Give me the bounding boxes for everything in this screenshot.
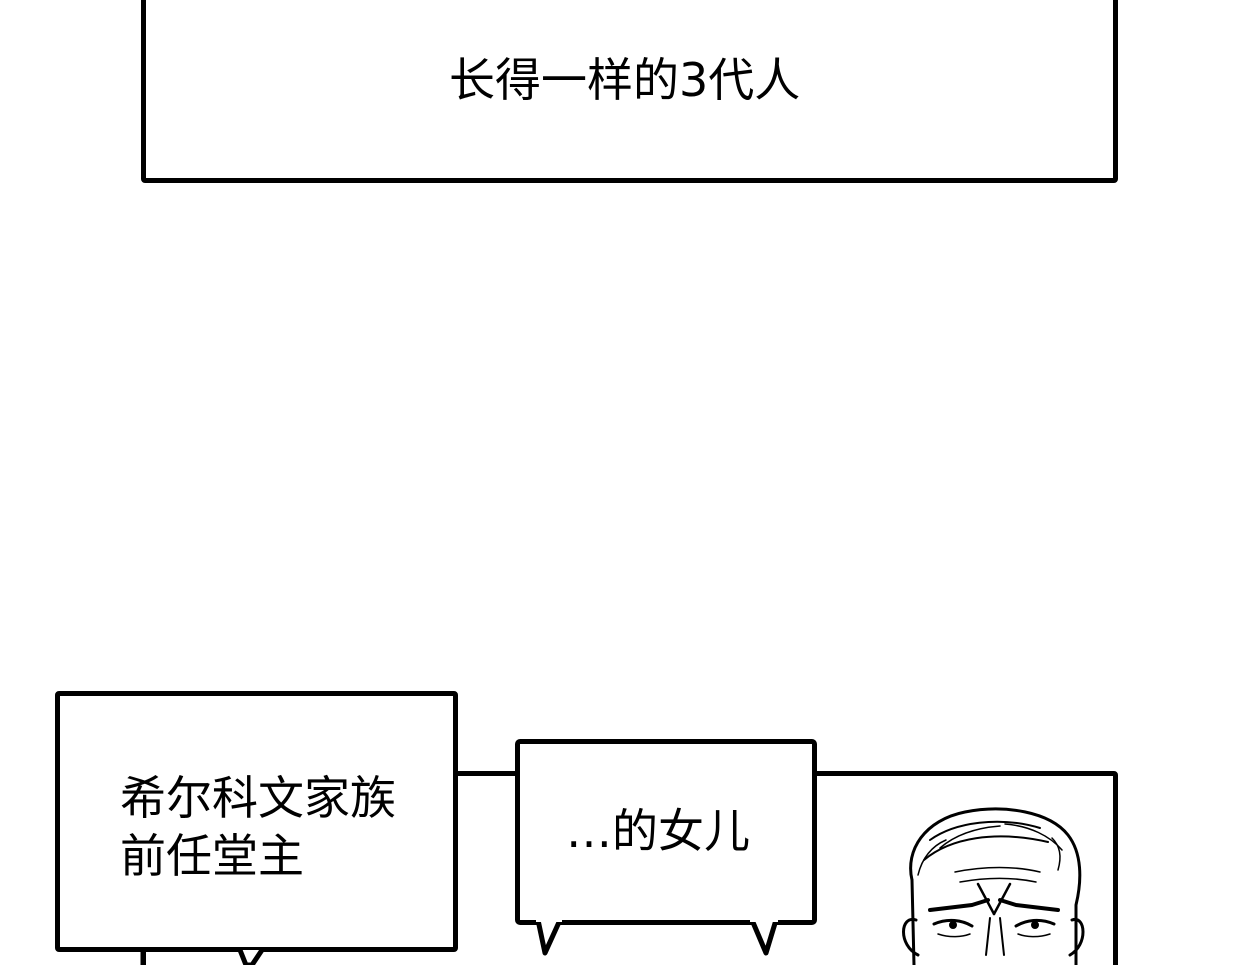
speech-bubble-text: …的女儿 [566, 804, 750, 858]
narration-caption-box [55, 691, 458, 952]
top-caption-panel [141, 0, 1118, 183]
caption-line-1: 希尔科文家族 [120, 771, 396, 825]
top-caption-text: 长得一样的3代人 [449, 53, 801, 107]
speech-bubble [515, 739, 817, 925]
caption-line-2: 前任堂主 [120, 829, 304, 883]
